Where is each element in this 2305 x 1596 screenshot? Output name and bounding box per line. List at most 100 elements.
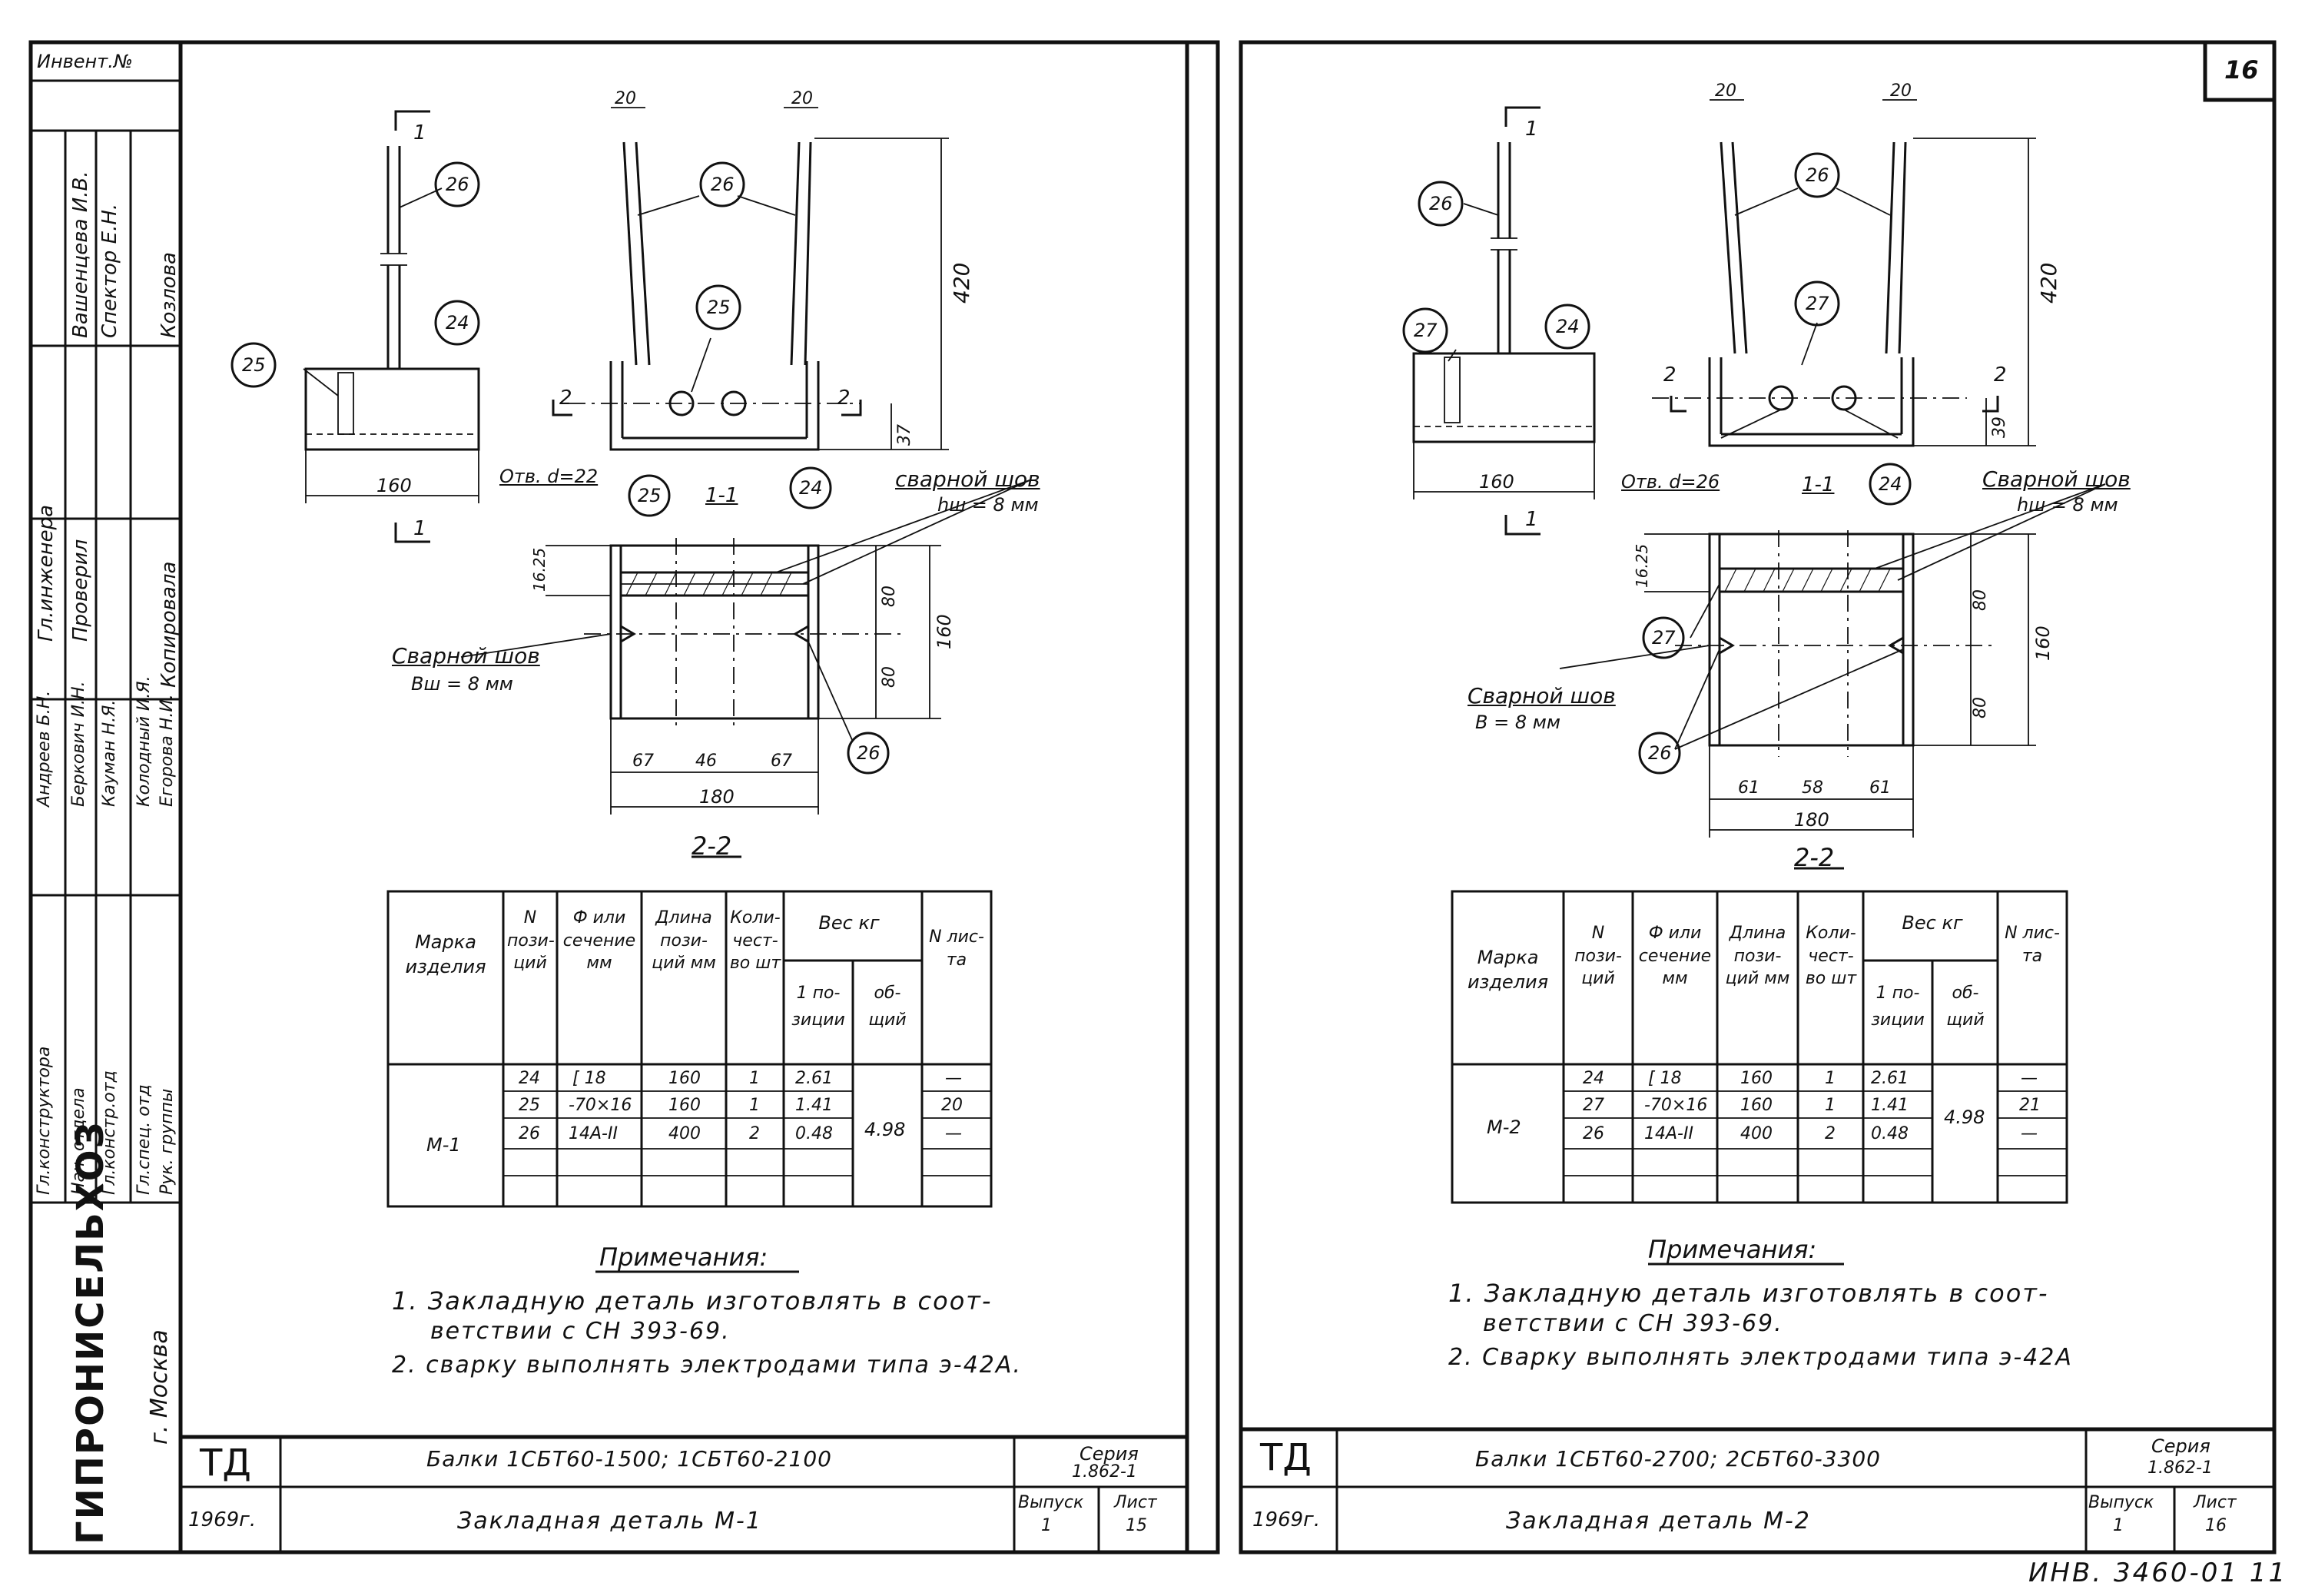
dimension-label: 67 (771, 752, 792, 771)
dimension-label: 180 (1794, 809, 1829, 831)
section-mark: 1 (413, 517, 426, 540)
table-cell: 0.48 (795, 1124, 833, 1143)
dimension-label: 80 (880, 666, 899, 688)
section-mark: 2 (1994, 363, 2007, 387)
view-label: 1-1 (705, 484, 738, 507)
series-value: 1.862-1 (1072, 1462, 1137, 1482)
section-mark: 1 (1525, 508, 1538, 531)
table-cell: — (2021, 1069, 2038, 1088)
table-cell: [ 18 (572, 1069, 606, 1088)
title-year: 1969г. (1252, 1508, 1321, 1531)
table-cell: 21 (2019, 1096, 2041, 1115)
balloon-label: 24 (799, 477, 823, 499)
right-table-grid (1451, 890, 2068, 1266)
notes-title: Примечания: (599, 1243, 768, 1272)
hole-label: Отв. d=26 (1621, 471, 1720, 493)
issue-label: Выпуск (2088, 1493, 2154, 1512)
balloon-label: 26 (1806, 164, 1829, 186)
table-header-wt: об- щий (1946, 984, 1985, 1030)
dimension-label: 80 (880, 586, 899, 607)
sidebar-name-1: Андреев Б.Н. (35, 690, 54, 807)
view-label: 1-1 (1802, 473, 1835, 496)
weld-label: сварной шов (895, 466, 1040, 492)
table-header-qty: Коли- чест- во шт (1805, 924, 1857, 989)
table-header-pos: N пози- ций (1574, 924, 1622, 989)
table-header-phi: Ф или сечение мм (562, 908, 636, 974)
table-header-qty: Коли- чест- во шт (729, 908, 781, 974)
table-cell: 2.61 (1871, 1069, 1909, 1088)
balloon-label: 26 (857, 742, 881, 764)
table-cell: 27 (1583, 1096, 1604, 1115)
table-total: 4.98 (864, 1119, 906, 1140)
weld-label: Сварной шов (392, 643, 540, 669)
sheet-value: 16 (2205, 1516, 2227, 1535)
balloon-label: 25 (638, 485, 662, 506)
sidebar-name-5: Егорова Н.И. (158, 694, 177, 807)
table-header-mark: Марка изделия (405, 931, 486, 978)
weld-size: Вш = 8 мм (411, 673, 513, 695)
table-cell: 1 (749, 1096, 760, 1115)
balloon-label: 27 (1414, 320, 1438, 341)
sidebar-name2-3: Козлова (158, 252, 181, 338)
table-cell: 1.41 (795, 1096, 833, 1115)
note-line: ветствии с СН 393-69. (1483, 1310, 1783, 1337)
inventory-stamp: ИНВ. 3460-01 11 (2028, 1558, 2288, 1588)
note-line: ветствии с СН 393-69. (430, 1318, 731, 1345)
balloon-label: 24 (1879, 473, 1902, 495)
sidebar-role2-1: Гл.инженера (35, 504, 58, 642)
balloon-label: 27 (1652, 627, 1676, 649)
table-cell: 24 (1583, 1069, 1604, 1088)
balloon-label: 24 (446, 312, 469, 333)
table-cell: 1.41 (1871, 1096, 1909, 1115)
table-cell: 1 (749, 1069, 760, 1088)
note-line: 2. Сварку выполнять электродами типа э-4… (1448, 1344, 2073, 1371)
sheet-label: Лист (2194, 1493, 2237, 1512)
hole-label: Отв. d=22 (499, 466, 599, 487)
note-line: 1. Закладную деталь изготовлять в соот- (392, 1286, 993, 1316)
table-cell: 26 (1583, 1124, 1604, 1143)
weld-size: В = 8 мм (1475, 712, 1560, 733)
sidebar-role2-2: Проверил (69, 539, 92, 642)
title-line1: Балки 1СБТ60-1500; 1СБТ60-2100 (426, 1446, 832, 1472)
left-drawing (303, 107, 1030, 858)
dimension-label: 20 (615, 89, 636, 108)
dimension-label: 160 (1479, 471, 1514, 493)
table-cell: 2 (1825, 1124, 1836, 1143)
table-cell: 0.48 (1871, 1124, 1909, 1143)
table-cell: 400 (668, 1124, 701, 1143)
section-mark: 2 (837, 387, 851, 410)
table-cell: 26 (519, 1124, 540, 1143)
weld-label: Сварной шов (1468, 683, 1616, 708)
title-line2: Закладная деталь М-2 (1506, 1508, 1811, 1535)
series-label: Серия (2151, 1435, 2210, 1457)
sidebar-role-4: Гл.спец. отд (134, 1084, 154, 1195)
table-cell: — (945, 1069, 962, 1088)
dimension-label: 61 (1869, 778, 1891, 798)
issue-value: 1 (1041, 1516, 1052, 1535)
sidebar-name-2: Беркович И.Н. (69, 681, 88, 807)
table-mark: М-1 (426, 1134, 461, 1156)
dimension-label: 420 (949, 262, 974, 304)
table-header-len: Длина пози- ций мм (1725, 924, 1790, 989)
table-cell: 25 (519, 1096, 540, 1115)
table-header-sheet: N лис- та (929, 927, 984, 970)
table-cell: 160 (668, 1069, 701, 1088)
issue-value: 1 (2113, 1516, 2124, 1535)
title-line1: Балки 1СБТ60-2700; 2СБТ60-3300 (1475, 1446, 1881, 1472)
inventory-label: Инвент.№ (37, 51, 133, 72)
note-line: 1. Закладную деталь изготовлять в соот- (1448, 1279, 2049, 1308)
sidebar-name-3: Кауман Н.Я. (100, 699, 119, 807)
notes-title: Примечания: (1648, 1235, 1817, 1264)
left-title-block-grid (181, 1435, 1187, 1552)
balloon-label: 26 (446, 174, 469, 195)
table-header-wt: об- щий (868, 984, 907, 1030)
sheet-value: 15 (1126, 1516, 1147, 1535)
balloon-label: 26 (1429, 193, 1453, 214)
dimension-label: 20 (1890, 81, 1912, 101)
balloon-label: 25 (707, 297, 731, 318)
balloon-label: 24 (1556, 316, 1580, 337)
dimension-label: 160 (934, 614, 955, 649)
dimension-label: 67 (632, 752, 654, 771)
table-cell: — (2021, 1124, 2038, 1143)
